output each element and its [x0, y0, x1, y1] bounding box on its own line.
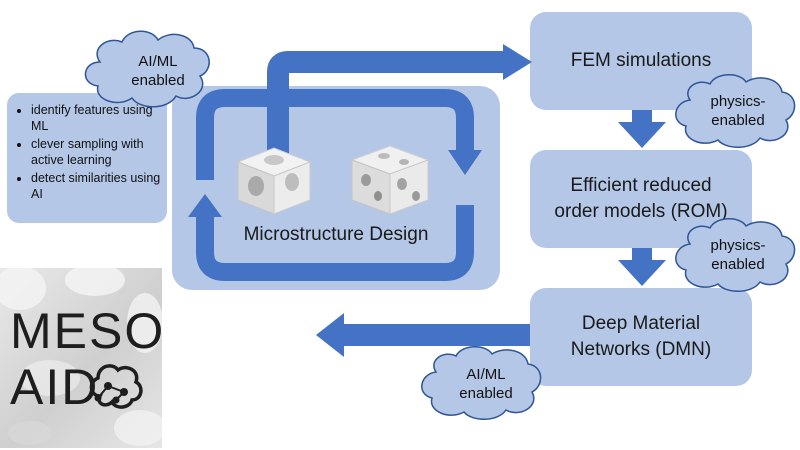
arrow-dmn-to-design-head	[316, 313, 344, 357]
cloud-ai-ml-top-text: AI/ML enabled	[110, 52, 206, 90]
arrow-rom-to-dmn-head	[618, 260, 666, 286]
cloud-text-line: enabled	[459, 385, 513, 402]
cloud-ai-ml-bottom-text: AI/ML enabled	[436, 365, 536, 403]
rom-label-line2: order models (ROM)	[554, 201, 728, 222]
cloud-text-line: enabled	[711, 256, 765, 273]
cloud-text-line: AI/ML	[466, 366, 506, 383]
microstructure-design-box	[172, 86, 500, 290]
cloud-physics-2-text: physics- enabled	[688, 236, 788, 274]
feature-item: identify features using ML	[31, 103, 161, 134]
brain-network-icon	[89, 364, 143, 409]
microstructure-cube-left-icon	[236, 147, 312, 215]
loop-arrow-top-head	[448, 150, 482, 175]
cloud-text-line: enabled	[711, 112, 765, 129]
cloud-text-line: physics-	[710, 237, 766, 254]
logo-background-pattern	[0, 268, 162, 446]
fem-simulations-box: FEM simulations	[530, 12, 752, 110]
cloud-text-line: AI/ML	[138, 53, 178, 70]
cloud-physics-1	[675, 74, 796, 148]
arrow-to-fem-head	[503, 44, 532, 80]
arrow-to-fem	[267, 51, 505, 158]
cloud-ai-ml-bottom	[421, 346, 542, 420]
mesoaid-logo: MESO AID	[0, 268, 162, 448]
cloud-physics-1-text: physics- enabled	[688, 92, 788, 130]
features-box: identify features using ML clever sampli…	[7, 93, 167, 223]
microstructure-design-label: Microstructure Design	[243, 224, 429, 245]
arrow-fem-to-rom-head	[618, 122, 666, 148]
cloud-text-line: enabled	[131, 72, 185, 89]
logo-word-meso: MESO	[10, 303, 162, 359]
dmn-box: Deep Material Networks (DMN)	[530, 288, 752, 386]
feature-item: clever sampling with active learning	[31, 137, 161, 168]
fem-simulations-label: FEM simulations	[570, 50, 712, 71]
cloud-ai-ml-top	[84, 30, 210, 108]
rom-label-line1: Efficient reduced	[570, 175, 712, 196]
feature-item: detect similarities using AI	[31, 171, 161, 202]
loop-arrow-bottom-head	[188, 194, 222, 217]
logo-word-aid: AID	[10, 359, 100, 415]
dmn-label-line1: Deep Material	[581, 313, 701, 334]
loop-arrow-top	[196, 89, 474, 180]
microstructure-cube-right-icon	[350, 145, 430, 215]
cloud-text-line: physics-	[710, 93, 766, 110]
cloud-physics-2	[675, 218, 796, 292]
dmn-label-line2: Networks (DMN)	[570, 339, 712, 360]
loop-arrow-bottom	[196, 205, 474, 281]
